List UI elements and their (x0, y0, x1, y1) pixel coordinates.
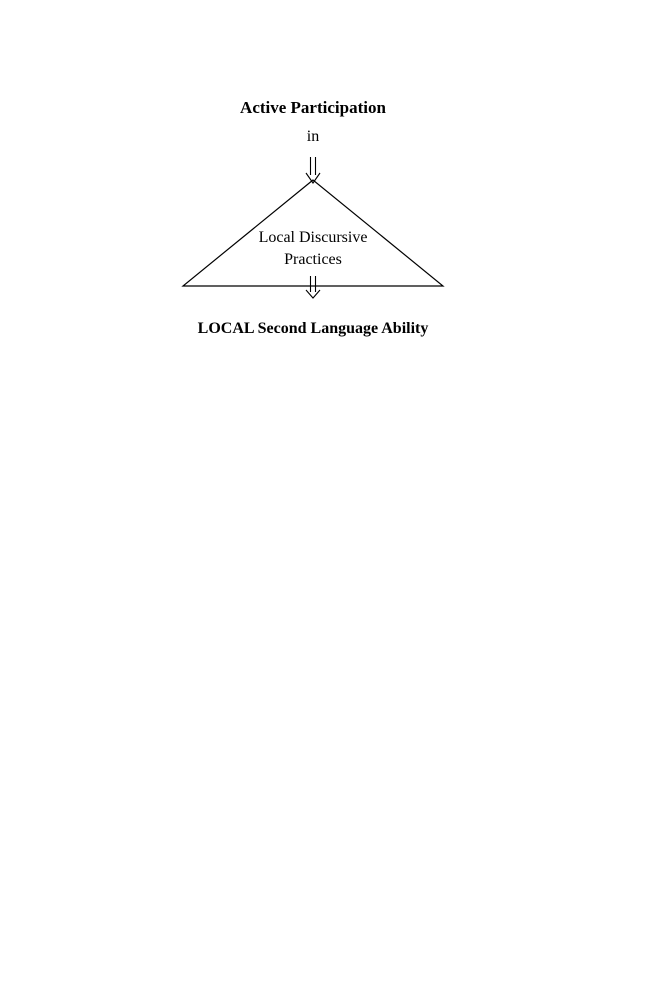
local-second-language-ability-label: LOCAL Second Language Ability (197, 320, 429, 337)
in-connector-label: in (306, 128, 320, 145)
practices-triangle (181, 179, 445, 287)
active-participation-label: Active Participation (240, 98, 386, 117)
bottom-double-arrow (305, 276, 321, 299)
triangle-label-line1: Local Discursive (258, 229, 368, 246)
triangle-label: Local Discursive Practices (0, 227, 626, 271)
triangle-label-line2: Practices (284, 251, 342, 268)
top-double-arrow (305, 157, 321, 184)
